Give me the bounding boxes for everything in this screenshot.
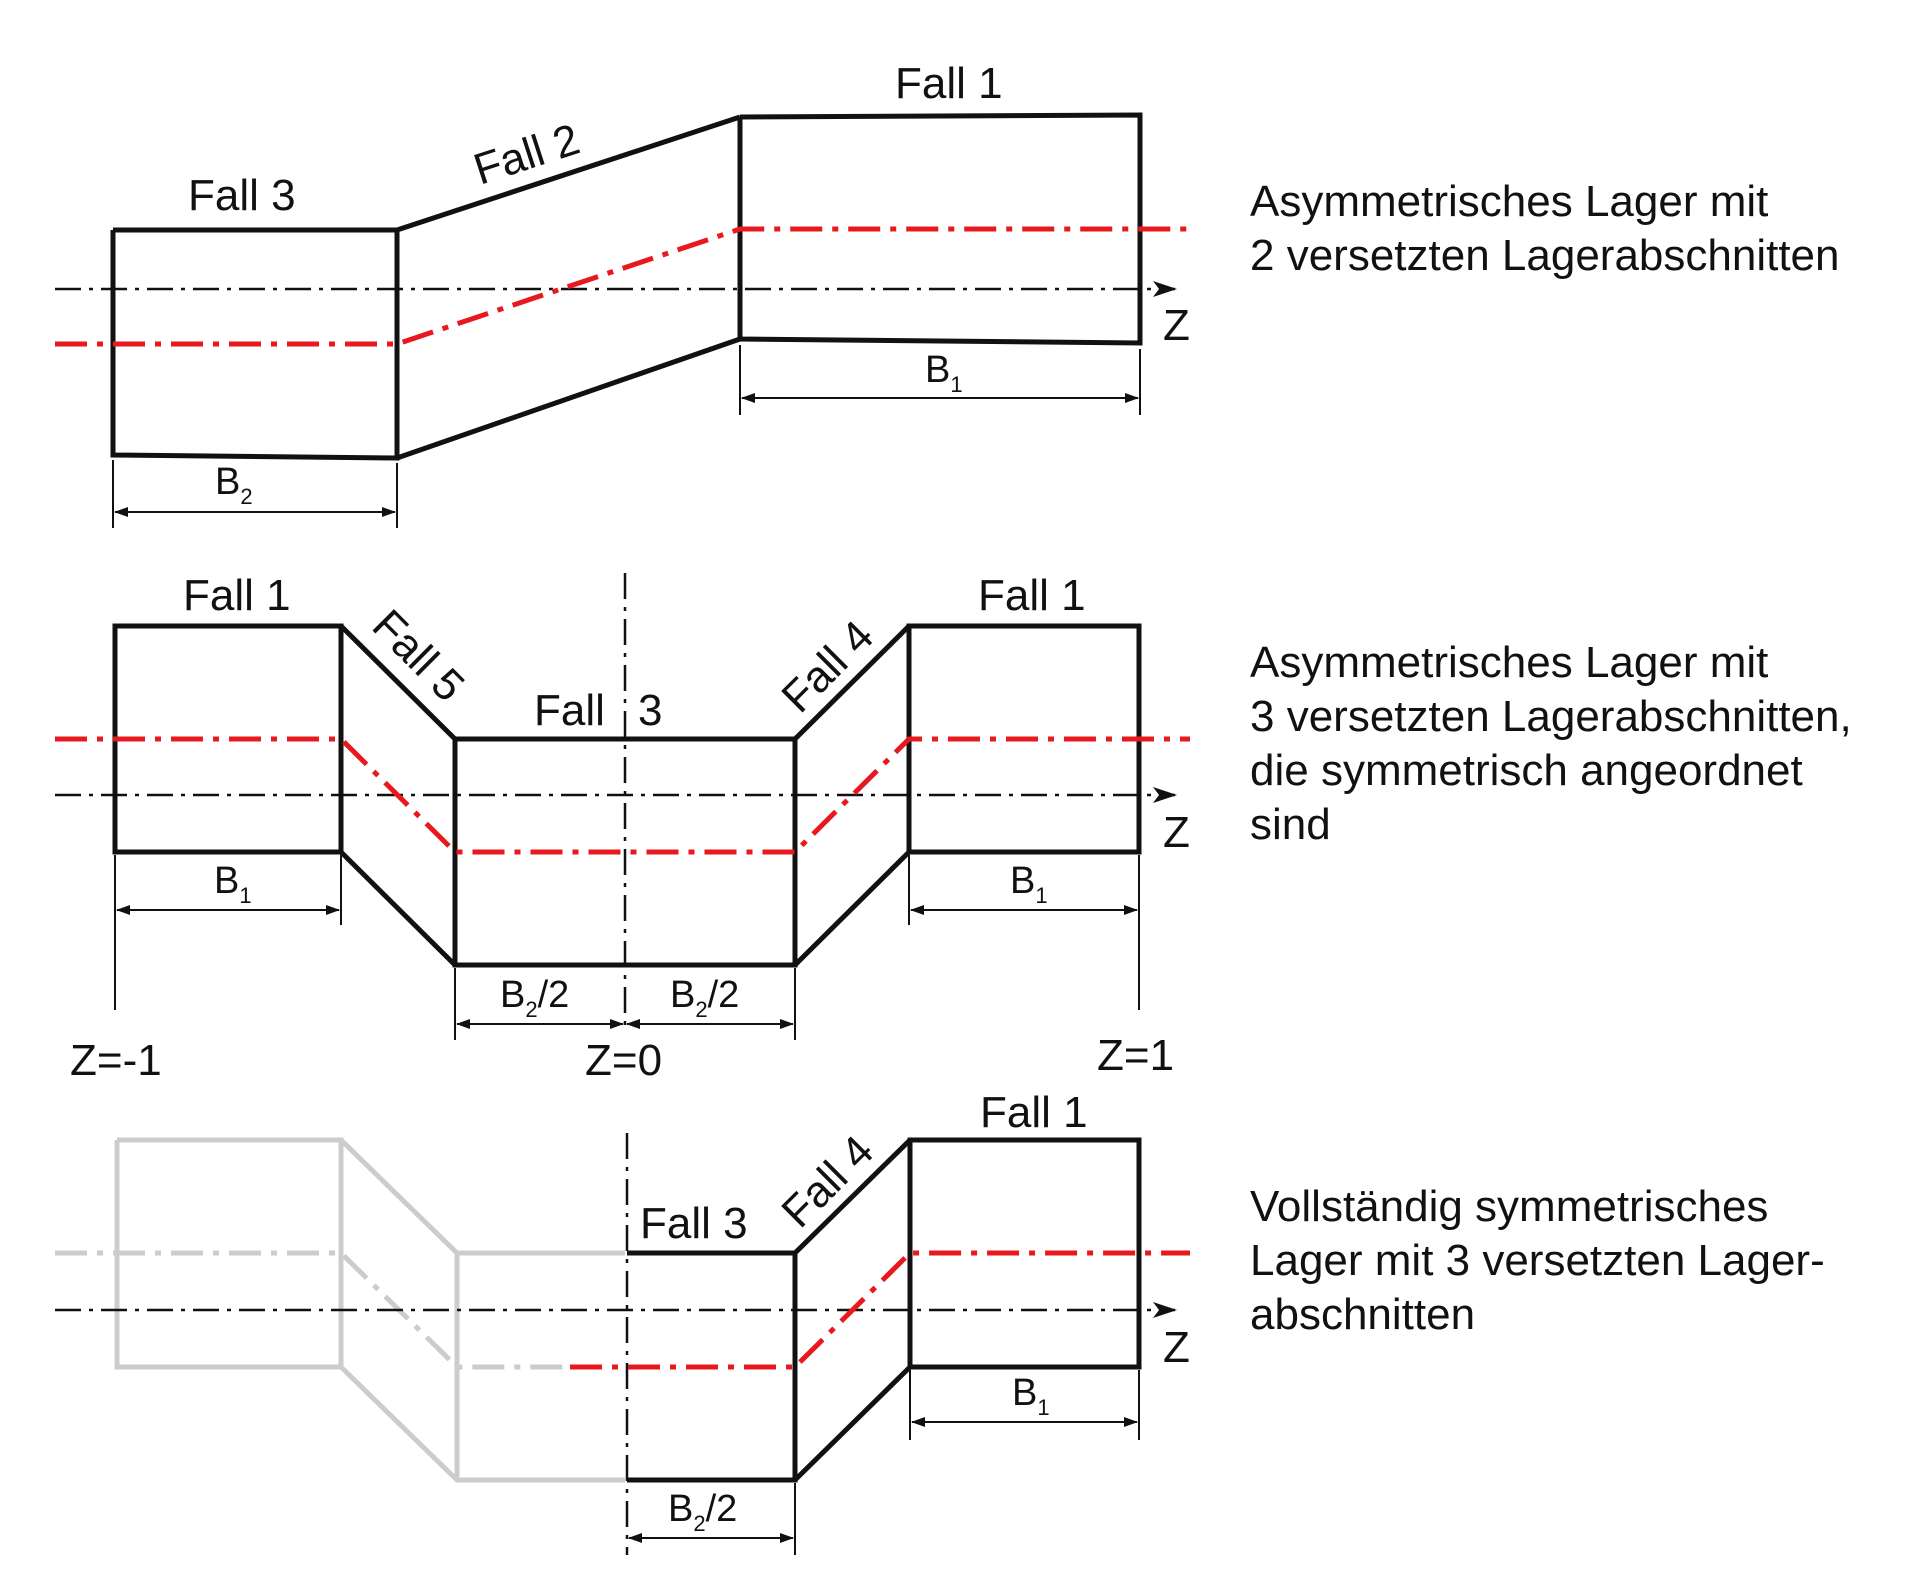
row2-b1-right-label: B1 bbox=[1010, 860, 1048, 908]
row2-taper-left-top bbox=[339, 624, 457, 741]
row3-ghost-taper-bottom bbox=[339, 1365, 625, 1483]
row1-shaft-centerline bbox=[55, 226, 1190, 347]
row3-label-fall1: Fall 1 bbox=[980, 1088, 1088, 1137]
row2-label-fall5: Fall 5 bbox=[363, 600, 474, 711]
row2-b1-left-label: B1 bbox=[214, 860, 252, 908]
row1-label-fall3: Fall 3 bbox=[188, 171, 296, 220]
row3-center-section bbox=[627, 1250, 798, 1483]
row3-label-fall3: Fall 3 bbox=[640, 1199, 748, 1248]
row2-z-zero-label: Z=0 bbox=[585, 1036, 662, 1085]
row2-taper-left-bottom bbox=[339, 850, 457, 967]
row2-axis-z-label: Z bbox=[1163, 808, 1190, 857]
row3-description: Vollständig symmetrisches Lager mit 3 ve… bbox=[1250, 1182, 1837, 1339]
row1-diagram: Z Fall 3 Fall 2 Fall 1 B1 B2 Asymmetrisc… bbox=[55, 59, 1840, 528]
row1-b2-label: B2 bbox=[215, 461, 253, 509]
row1-description: Asymmetrisches Lager mit 2 versetzten La… bbox=[1250, 177, 1840, 280]
row2-b2-left-label: B2/2 bbox=[500, 974, 569, 1022]
row1-outline-right bbox=[737, 112, 1143, 346]
row1-label-fall1: Fall 1 bbox=[895, 59, 1003, 108]
row3-b1-label: B1 bbox=[1012, 1372, 1050, 1420]
row2-diagram: Z Fall 1 Fall 5 Fall 3 Fall 4 Fall 1 B1 … bbox=[55, 571, 1864, 1085]
row3-ghost-taper bbox=[339, 1138, 625, 1256]
row3-b2-label: B2/2 bbox=[668, 1488, 737, 1536]
row2-label-fall3-number: 3 bbox=[638, 686, 662, 735]
row1-axis-z-label: Z bbox=[1163, 301, 1190, 350]
row2-b2-right-label: B2/2 bbox=[670, 974, 739, 1022]
row3-taper-top bbox=[793, 1138, 912, 1255]
row1-taper-top bbox=[396, 114, 741, 233]
row3-axis-z-label: Z bbox=[1163, 1323, 1190, 1372]
row1-label-fall2: Fall 2 bbox=[468, 115, 585, 195]
row2-label-fall3-word: Fall bbox=[534, 686, 605, 735]
row2-label-fall1-right: Fall 1 bbox=[978, 571, 1086, 620]
row2-taper-right-bottom bbox=[793, 850, 911, 967]
row2-label-fall1-left: Fall 1 bbox=[183, 571, 291, 620]
row3-right-section bbox=[907, 1137, 1142, 1370]
row2-shaft-centerline bbox=[55, 736, 1190, 855]
row2-z-one-label: Z=1 bbox=[1097, 1031, 1174, 1080]
row2-description: Asymmetrisches Lager mit 3 versetzten La… bbox=[1250, 638, 1864, 849]
row3-shaft-centerline bbox=[570, 1250, 1190, 1370]
row1-b1-label: B1 bbox=[925, 349, 963, 397]
row2-taper-right-top bbox=[793, 624, 911, 741]
row2-z-minus-one-label: Z=-1 bbox=[70, 1036, 162, 1085]
row1-taper-bottom bbox=[396, 336, 741, 461]
row3-diagram: Z Fall 3 Fall 4 Fall 1 B1 B2/2 Vollständ… bbox=[55, 1088, 1837, 1555]
row3-taper-bottom bbox=[793, 1365, 912, 1482]
